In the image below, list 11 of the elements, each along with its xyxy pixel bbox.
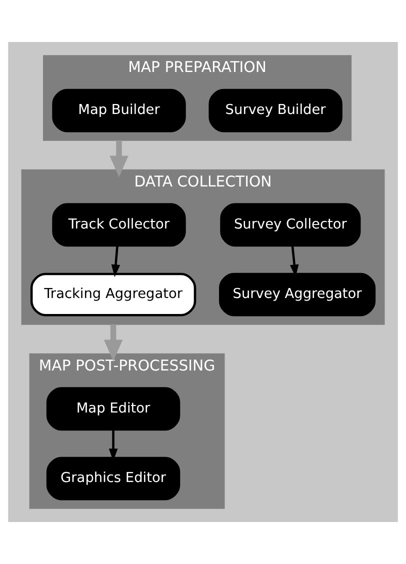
node-box: Track Collector <box>52 203 186 247</box>
arrow <box>104 324 123 362</box>
node-box: Map Editor <box>46 387 180 431</box>
node-box: Survey Collector <box>220 203 361 247</box>
node-box: Survey Builder <box>208 88 342 132</box>
node-box: Map Builder <box>52 88 186 132</box>
arrow <box>110 140 128 178</box>
node-box: Tracking Aggregator <box>30 272 196 316</box>
node-box: Graphics Editor <box>46 456 180 500</box>
arrow <box>111 245 120 278</box>
node-box: Survey Aggregator <box>219 272 376 316</box>
